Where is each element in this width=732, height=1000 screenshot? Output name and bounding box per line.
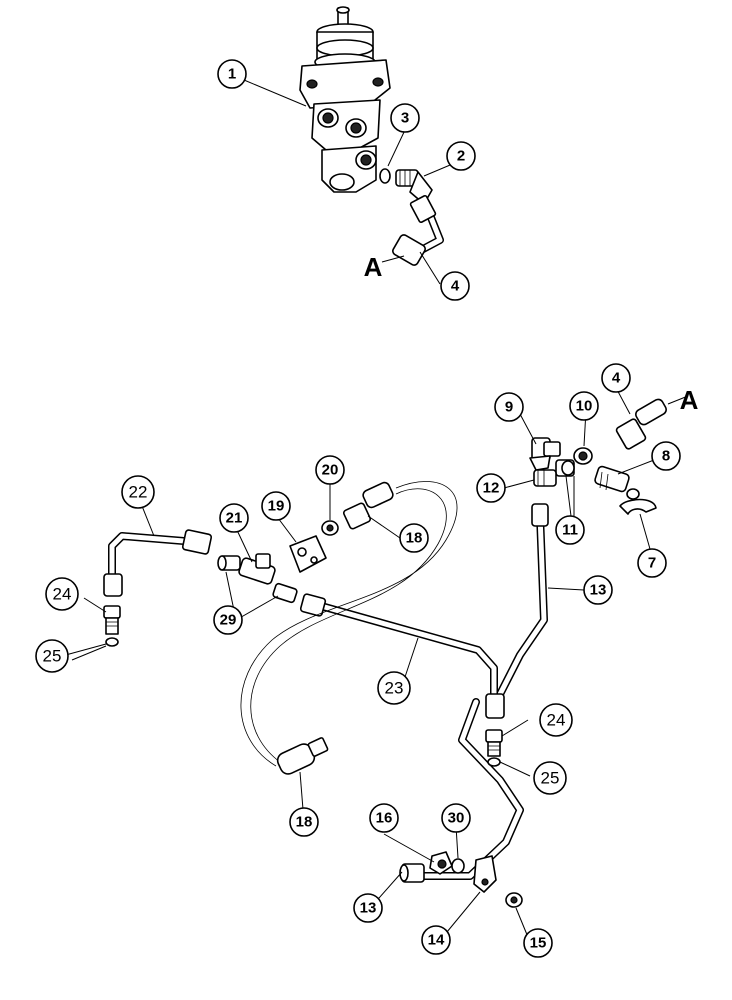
tube-4-top xyxy=(392,194,444,266)
svg-text:29: 29 xyxy=(220,612,237,629)
svg-text:4: 4 xyxy=(451,278,460,295)
tube-13 xyxy=(490,503,549,710)
hose-18-outline xyxy=(240,481,458,767)
callout-10: 10 xyxy=(569,391,599,421)
callout-12: 12 xyxy=(476,473,506,503)
plate-19 xyxy=(289,535,327,573)
callout-3: 3 xyxy=(390,103,420,133)
svg-text:20: 20 xyxy=(322,462,339,479)
valve-assembly xyxy=(299,6,391,193)
callout-4-right: 4 xyxy=(601,363,631,393)
o-ring-25-right xyxy=(487,757,501,767)
callout-13-right: 13 xyxy=(583,575,613,605)
svg-text:13: 13 xyxy=(360,900,377,917)
callout-22: 22 xyxy=(121,475,155,509)
callout-14: 14 xyxy=(421,925,451,955)
callout-24-left: 24 xyxy=(45,577,79,611)
callout-18-top: 18 xyxy=(399,523,429,553)
nut-16 xyxy=(429,851,453,875)
svg-text:2: 2 xyxy=(457,148,465,165)
callout-9: 9 xyxy=(494,392,524,422)
svg-text:10: 10 xyxy=(576,398,593,415)
tee-fitting-9 xyxy=(529,437,561,471)
callout-24-right: 24 xyxy=(539,703,573,737)
elbow-7 xyxy=(619,498,657,515)
svg-text:13: 13 xyxy=(590,582,607,599)
fitting-11 xyxy=(555,459,575,477)
callout-29: 29 xyxy=(213,605,243,635)
reference-label-a-top: A xyxy=(364,252,383,282)
fitting-13-bottom xyxy=(399,863,425,883)
svg-text:21: 21 xyxy=(226,510,243,527)
svg-text:9: 9 xyxy=(505,399,513,416)
svg-text:18: 18 xyxy=(296,814,313,831)
callout-25-left: 25 xyxy=(35,639,69,673)
svg-text:8: 8 xyxy=(662,448,670,465)
o-ring-3 xyxy=(379,168,391,184)
svg-text:4: 4 xyxy=(612,370,621,387)
svg-text:11: 11 xyxy=(562,522,578,539)
tee-21 xyxy=(238,553,276,585)
svg-text:16: 16 xyxy=(376,810,393,827)
svg-text:25: 25 xyxy=(541,769,560,788)
tube-23 xyxy=(299,593,505,719)
callout-11: 11 xyxy=(555,515,585,545)
callout-19: 19 xyxy=(261,491,291,521)
callout-13-bottom: 13 xyxy=(353,893,383,923)
reference-label-a-right: A xyxy=(680,385,699,415)
svg-text:24: 24 xyxy=(547,711,566,730)
callout-16: 16 xyxy=(369,803,399,833)
fitting-8 xyxy=(594,465,640,500)
callout-21: 21 xyxy=(219,503,249,533)
tube-22 xyxy=(103,529,213,597)
tube-lower xyxy=(416,698,524,880)
svg-text:23: 23 xyxy=(385,679,404,698)
svg-text:24: 24 xyxy=(53,585,72,604)
svg-text:22: 22 xyxy=(129,483,148,502)
fitting-24-left xyxy=(103,605,121,635)
fitting-24-right xyxy=(485,729,503,757)
svg-text:19: 19 xyxy=(268,498,285,515)
svg-text:14: 14 xyxy=(428,932,445,949)
clamp-14 xyxy=(473,855,497,893)
callout-2: 2 xyxy=(446,141,476,171)
callout-1: 1 xyxy=(217,59,247,89)
fitting-29-a xyxy=(217,555,241,571)
svg-text:1: 1 xyxy=(228,66,236,83)
callout-30: 30 xyxy=(441,803,471,833)
callout-18-bottom: 18 xyxy=(289,807,319,837)
svg-text:3: 3 xyxy=(401,110,409,127)
svg-text:25: 25 xyxy=(43,647,62,666)
callout-25-right: 25 xyxy=(533,761,567,795)
callout-4-top: 4 xyxy=(440,271,470,301)
svg-text:12: 12 xyxy=(483,480,500,497)
hose-18-top xyxy=(342,481,394,530)
hose-18-bottom xyxy=(276,737,329,775)
fitting-29-b xyxy=(272,582,298,604)
callout-7: 7 xyxy=(637,548,667,578)
callout-23: 23 xyxy=(377,671,411,705)
svg-text:30: 30 xyxy=(448,810,465,827)
tube-4-right xyxy=(615,395,689,450)
svg-text:7: 7 xyxy=(648,555,656,572)
callout-8: 8 xyxy=(651,441,681,471)
svg-text:18: 18 xyxy=(406,530,423,547)
washer-30 xyxy=(451,858,465,874)
o-ring-25-left xyxy=(105,637,119,647)
callout-20: 20 xyxy=(315,455,345,485)
fitting-12 xyxy=(533,469,557,487)
svg-text:15: 15 xyxy=(530,935,547,952)
callout-15: 15 xyxy=(523,928,553,958)
